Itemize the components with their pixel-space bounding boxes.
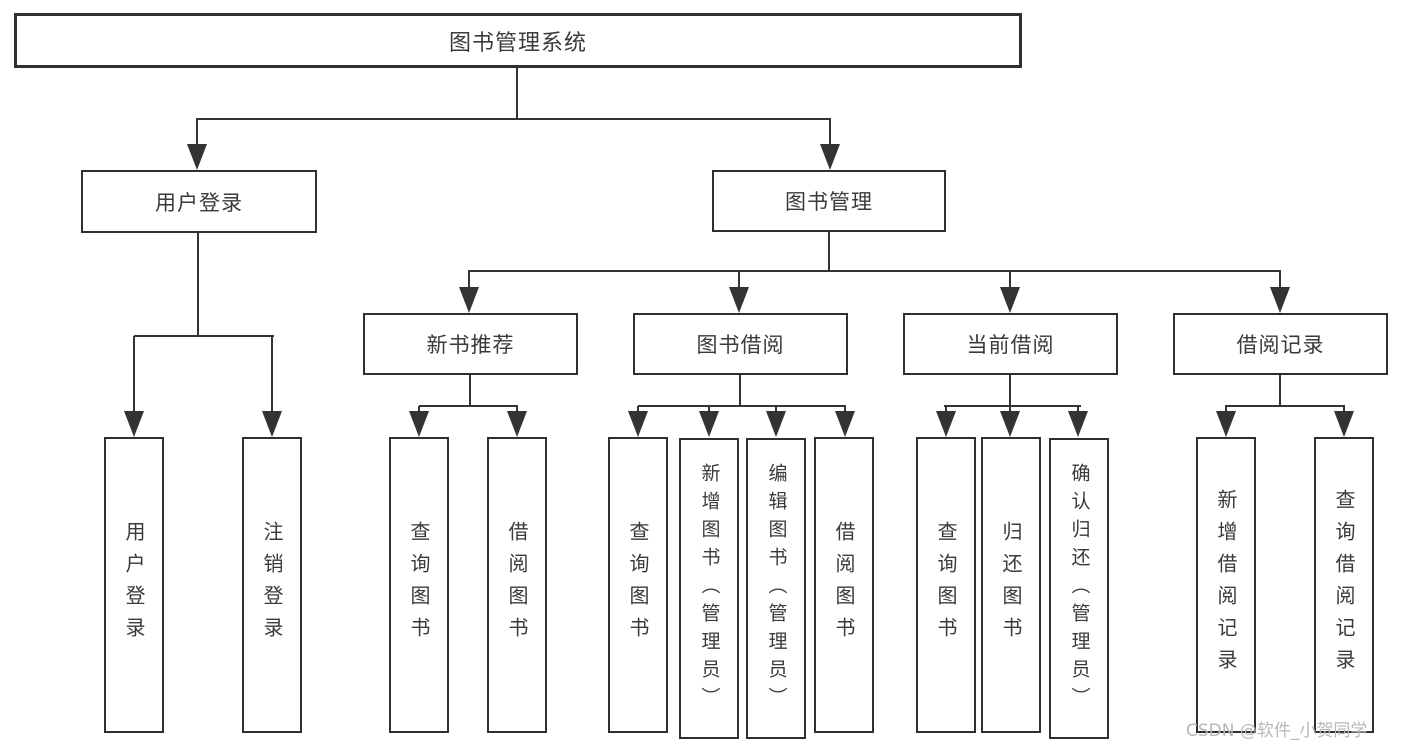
arrow-down-icon [1000, 406, 1020, 437]
arrow-down-icon [699, 406, 719, 437]
leaf-confirm-return-admin: 确认归还（管理员） [1049, 438, 1109, 739]
leaf-return-books: 归还图书 [981, 437, 1041, 733]
connector-line [944, 405, 1081, 407]
node-borrowing-records-label: 借阅记录 [1236, 333, 1325, 357]
leaf-query-books-borrowing: 查询图书 [608, 437, 668, 733]
leaf-borrow-books-recommend: 借阅图书 [487, 437, 547, 733]
leaf-add-books-admin: 新增图书（管理员） [679, 438, 739, 739]
leaf-borrow-books-borrowing: 借阅图书 [814, 437, 874, 733]
node-book-borrowing: 图书借阅 [633, 313, 848, 375]
leaf-query-books-current: 查询图书 [916, 437, 976, 733]
leaf-user-login-label: 用户登录 [122, 521, 146, 649]
connector-line [1279, 375, 1281, 407]
node-book-management-label: 图书管理 [785, 190, 873, 214]
leaf-borrow-books-borrowing-label: 借阅图书 [832, 521, 856, 649]
leaf-borrow-books-recommend-label: 借阅图书 [505, 521, 529, 649]
connector-line [516, 68, 518, 119]
leaf-confirm-return-admin-label: 确认归还（管理员） [1068, 462, 1091, 715]
leaf-logout-label: 注销登录 [260, 521, 284, 649]
arrow-down-icon [507, 406, 527, 437]
leaf-add-borrow-record-label: 新增借阅记录 [1214, 489, 1238, 681]
arrow-down-icon [766, 406, 786, 437]
arrow-down-icon [835, 406, 855, 437]
node-library-management-system: 图书管理系统 [14, 13, 1022, 68]
arrow-down-icon [124, 336, 144, 437]
leaf-edit-books-admin-label: 编辑图书（管理员） [765, 462, 788, 715]
watermark: CSDN @软件_小贺同学 [1186, 721, 1368, 741]
node-borrowing-records: 借阅记录 [1173, 313, 1388, 375]
arrow-down-icon [1000, 270, 1020, 313]
connector-line [1009, 375, 1011, 407]
arrow-down-icon [187, 118, 207, 170]
arrow-down-icon [628, 406, 648, 437]
connector-line [1225, 405, 1345, 407]
arrow-down-icon [820, 118, 840, 170]
arrow-down-icon [936, 406, 956, 437]
node-book-management: 图书管理 [712, 170, 946, 232]
connector-line [469, 375, 471, 407]
leaf-query-books-recommend-label: 查询图书 [407, 521, 431, 649]
connector-line [197, 118, 831, 120]
connector-line [638, 405, 846, 407]
leaf-user-login: 用户登录 [104, 437, 164, 733]
leaf-add-books-admin-label: 新增图书（管理员） [698, 462, 721, 715]
leaf-logout: 注销登录 [242, 437, 302, 733]
arrow-down-icon [1068, 406, 1088, 437]
node-book-borrowing-label: 图书借阅 [696, 333, 785, 357]
connector-line [197, 233, 199, 337]
arrow-down-icon [1270, 270, 1290, 313]
leaf-query-books-recommend: 查询图书 [389, 437, 449, 733]
connector-line [469, 270, 1281, 272]
node-current-borrowing: 当前借阅 [903, 313, 1118, 375]
arrow-down-icon [459, 270, 479, 313]
node-user-login-label: 用户登录 [155, 190, 243, 215]
leaf-query-borrow-record: 查询借阅记录 [1314, 437, 1374, 733]
arrow-down-icon [409, 406, 429, 437]
leaf-edit-books-admin: 编辑图书（管理员） [746, 438, 806, 739]
leaf-add-borrow-record: 新增借阅记录 [1196, 437, 1256, 733]
node-user-login: 用户登录 [81, 170, 317, 233]
connector-line [828, 232, 830, 272]
leaf-query-books-current-label: 查询图书 [934, 521, 958, 649]
arrow-down-icon [1216, 406, 1236, 437]
connector-line [419, 405, 518, 407]
leaf-query-borrow-record-label: 查询借阅记录 [1332, 489, 1356, 681]
node-new-book-recommendation: 新书推荐 [363, 313, 578, 375]
connector-line [134, 335, 274, 337]
node-new-book-recommendation-label: 新书推荐 [426, 333, 515, 357]
arrow-down-icon [262, 336, 282, 437]
leaf-return-books-label: 归还图书 [999, 521, 1023, 649]
leaf-query-books-borrowing-label: 查询图书 [626, 521, 650, 649]
arrow-down-icon [1334, 406, 1354, 437]
node-library-management-system-label: 图书管理系统 [448, 30, 587, 56]
node-current-borrowing-label: 当前借阅 [966, 333, 1055, 357]
connector-line [739, 375, 741, 407]
arrow-down-icon [729, 270, 749, 313]
